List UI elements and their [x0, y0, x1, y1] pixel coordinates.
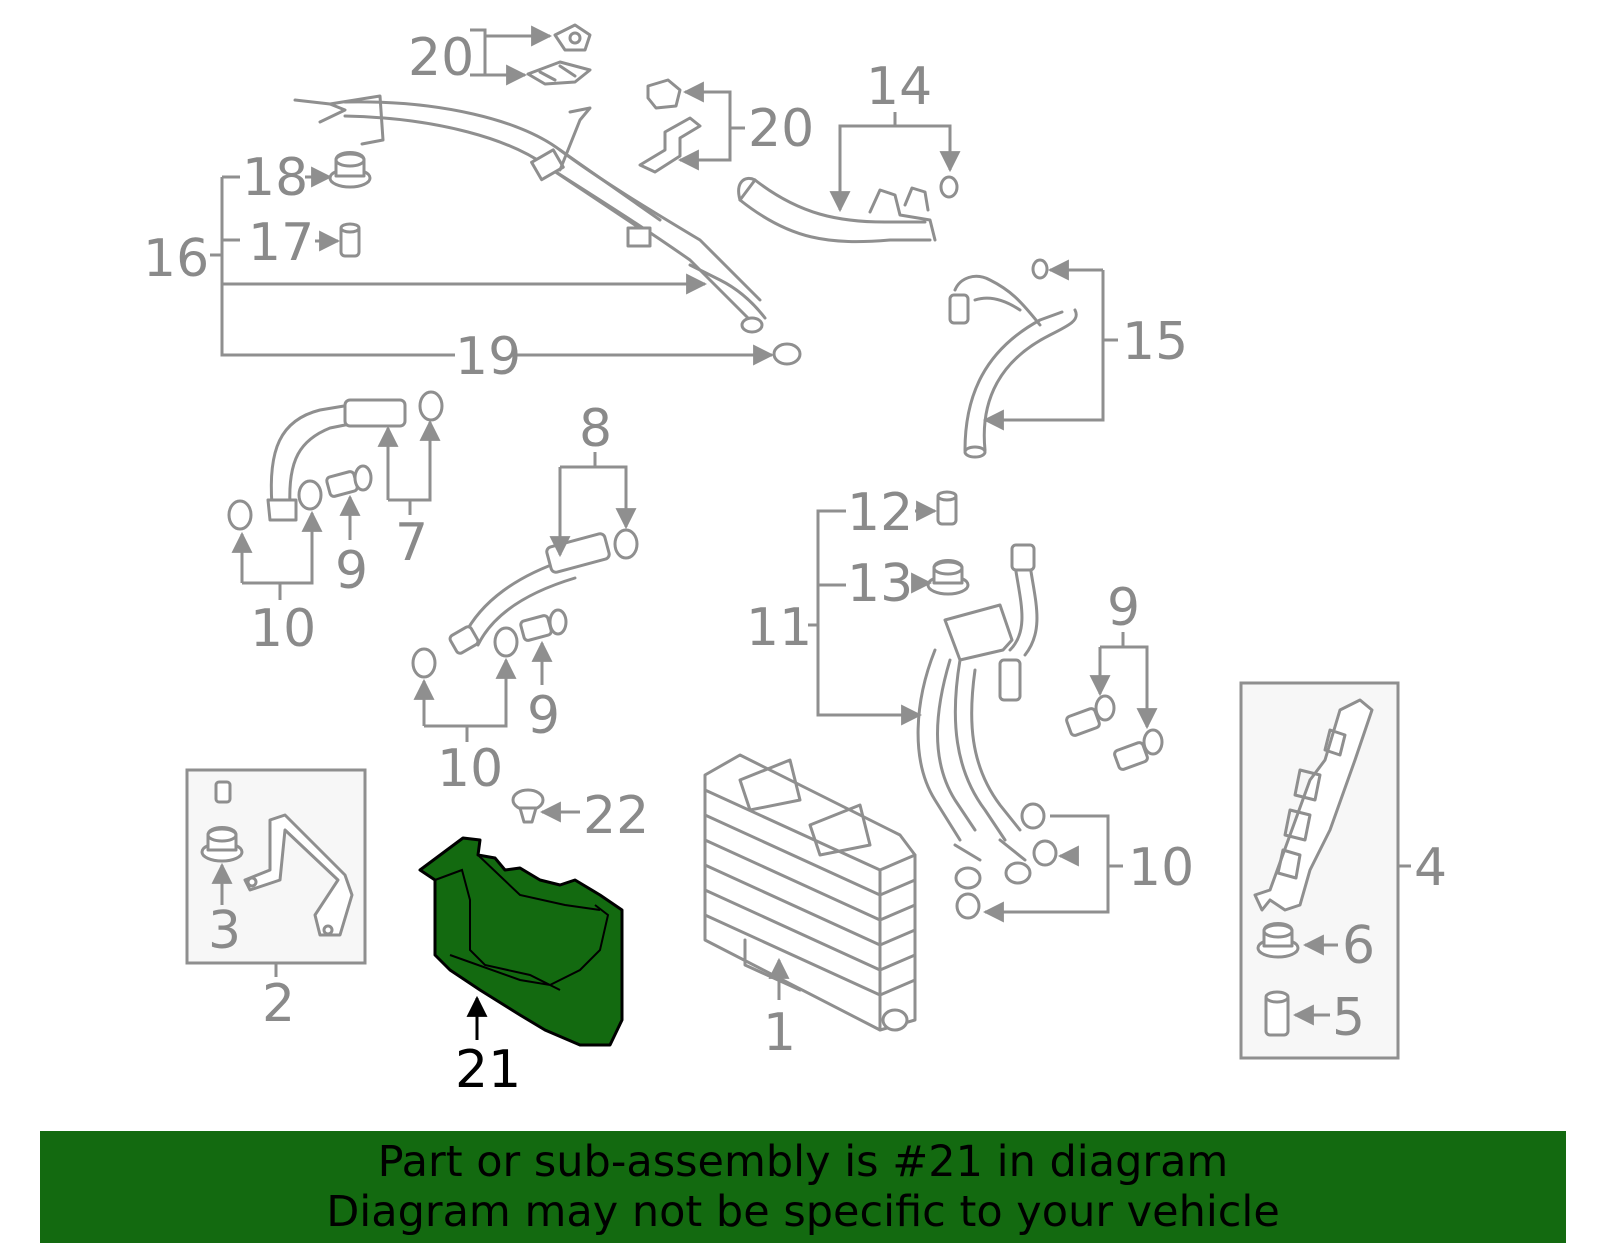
- part-13-grommet: [926, 559, 970, 596]
- part-8-hose: [448, 532, 611, 655]
- part-1-oil-cooler: [703, 753, 917, 1032]
- part-14-o-ring: [939, 175, 959, 199]
- banner-line-2: Diagram may not be specific to your vehi…: [326, 1187, 1280, 1237]
- callout-13: 13: [847, 554, 913, 614]
- callout-10-center: 10: [437, 739, 503, 799]
- part-19-o-ring: [772, 342, 802, 366]
- part-21-shield: [418, 836, 624, 1047]
- callout-9-right: 9: [1107, 578, 1140, 638]
- callout-9-left: 9: [335, 541, 368, 601]
- callout-labels: 20 20 14 18 17 16 19 15 8 12 7 9 13 9 10…: [143, 28, 1447, 1100]
- part-11-hose-assembly: [916, 543, 1039, 890]
- part-17-sleeve: [339, 222, 361, 258]
- part-9-bolt-b: [519, 608, 568, 642]
- part-22-clip: [511, 788, 545, 824]
- part-10-o-ring-c: [411, 647, 437, 679]
- callout-10-right: 10: [1128, 838, 1194, 898]
- callout-14: 14: [866, 57, 932, 117]
- callout-15: 15: [1122, 312, 1188, 372]
- part-10-o-ring-b: [297, 479, 323, 511]
- part-9-bolt-c: [1065, 694, 1116, 737]
- callout-6: 6: [1342, 916, 1375, 976]
- callout-8: 8: [579, 399, 612, 459]
- callout-20-top: 20: [408, 28, 474, 88]
- callout-3: 3: [208, 901, 241, 961]
- banner-line-1: Part or sub-assembly is #21 in diagram: [377, 1137, 1229, 1187]
- callout-22: 22: [583, 786, 649, 846]
- callout-21-highlighted: 21: [455, 1040, 521, 1100]
- part-6-grommet: [1256, 922, 1300, 959]
- part-15-o-ring: [1031, 258, 1049, 280]
- callout-18: 18: [242, 148, 308, 208]
- info-banner: Part or sub-assembly is #21 in diagram D…: [40, 1131, 1566, 1243]
- callout-7: 7: [395, 513, 428, 573]
- callout-2: 2: [262, 974, 295, 1034]
- part-10-o-ring-g: [955, 892, 981, 920]
- part-4-bracket: [1253, 698, 1374, 912]
- callout-19: 19: [455, 327, 521, 387]
- part-14-hose: [737, 176, 937, 244]
- callout-20-right: 20: [748, 99, 814, 159]
- part-10-o-ring-f: [1032, 839, 1058, 867]
- part-18-grommet: [328, 151, 372, 189]
- callout-1: 1: [763, 1003, 796, 1063]
- part-20-clip-top: [526, 23, 592, 86]
- leader-lines: [210, 25, 1411, 1040]
- part-10-o-ring-e: [1020, 802, 1046, 830]
- callout-11: 11: [746, 598, 812, 658]
- callout-17: 17: [248, 213, 314, 273]
- part-2-bracket: [243, 813, 354, 937]
- callout-16: 16: [143, 229, 209, 289]
- part-7-hose: [266, 398, 407, 522]
- part-7-o-ring: [418, 390, 444, 422]
- part-5-sleeve: [1264, 990, 1290, 1037]
- part-3-grommet: [200, 780, 244, 863]
- callout-9-center: 9: [527, 686, 560, 746]
- callout-4: 4: [1414, 838, 1447, 898]
- callout-10-left: 10: [250, 599, 316, 659]
- part-10-o-ring-d: [493, 626, 519, 658]
- callout-12: 12: [847, 483, 913, 543]
- part-10-o-ring-a: [227, 499, 253, 531]
- part-16-tube-assembly: [293, 94, 767, 334]
- part-15-hose: [948, 274, 1078, 459]
- part-12-sleeve: [936, 490, 958, 526]
- part-8-o-ring: [613, 528, 639, 560]
- part-9-bolt-d: [1113, 728, 1164, 771]
- part-9-bolt-a: [325, 464, 373, 498]
- part-20-bracket-right: [638, 78, 702, 174]
- callout-5: 5: [1332, 988, 1365, 1048]
